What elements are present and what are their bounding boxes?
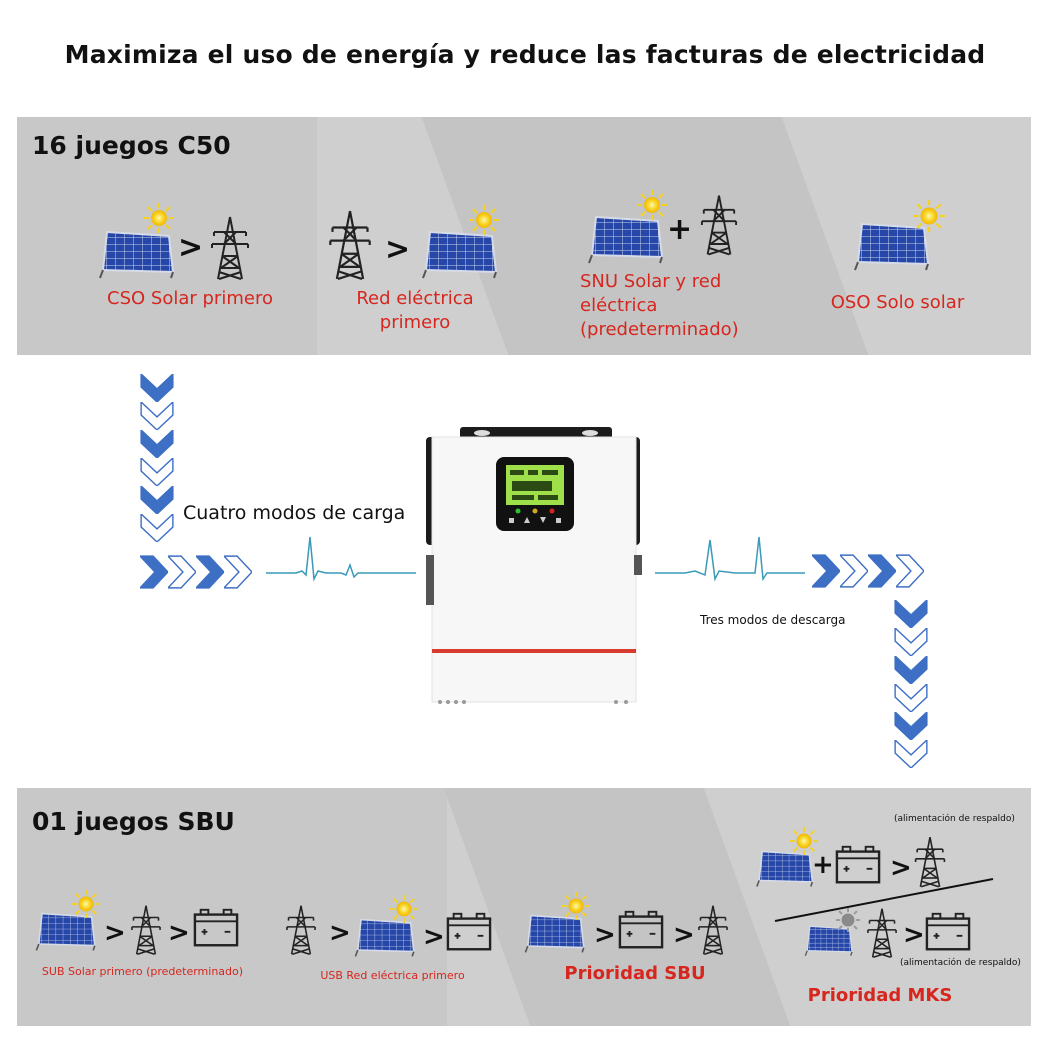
divider-line bbox=[774, 878, 994, 922]
solar-panel-icon bbox=[420, 230, 500, 280]
top-band-heading: 16 juegos C50 bbox=[32, 131, 231, 160]
mode-label-mks: Prioridad MKS bbox=[807, 985, 953, 1006]
solar-panel-icon bbox=[522, 914, 588, 954]
inverter-device-icon bbox=[426, 427, 642, 704]
mode-label-sub: SUB Solar primero (predeterminado) bbox=[41, 965, 244, 978]
chevron-arrow-icon bbox=[894, 600, 928, 768]
power-tower-icon bbox=[697, 905, 729, 955]
solar-panel-icon bbox=[97, 230, 177, 280]
greater-than-symbol: > bbox=[890, 853, 912, 883]
greater-than-symbol: > bbox=[673, 920, 695, 950]
battery-icon bbox=[925, 912, 971, 952]
sun-icon bbox=[836, 908, 860, 932]
chevron-arrow-icon bbox=[140, 374, 174, 542]
greater-than-symbol: > bbox=[385, 232, 411, 267]
page-title: Maximiza el uso de energía y reduce las … bbox=[64, 40, 986, 69]
bottom-modes-band: 01 juegos SBU bbox=[17, 788, 1031, 1026]
greater-than-symbol: > bbox=[168, 918, 190, 948]
mode-label-snu: SNU Solar y red eléctrica (predeterminad… bbox=[580, 271, 739, 340]
waveform-icon bbox=[655, 536, 805, 582]
greater-than-symbol: > bbox=[594, 920, 616, 950]
mode-label-cso: CSO Solar primero bbox=[107, 288, 273, 309]
sun-icon bbox=[469, 205, 499, 235]
chevron-arrow-icon bbox=[812, 554, 924, 588]
battery-icon bbox=[446, 912, 492, 952]
mode-label-grid-first: Red eléctrica primero bbox=[356, 288, 474, 333]
sun-icon bbox=[144, 203, 174, 233]
power-tower-icon bbox=[866, 908, 898, 958]
greater-than-symbol: > bbox=[178, 230, 204, 265]
backup-note-bottom: (alimentación de respaldo) bbox=[900, 958, 1021, 968]
charge-modes-label: Cuatro modos de carga bbox=[183, 502, 406, 524]
sun-icon bbox=[390, 895, 418, 923]
plus-symbol: + bbox=[667, 212, 693, 247]
solar-panel-icon bbox=[586, 215, 666, 265]
sun-icon bbox=[913, 200, 945, 232]
solar-panel-icon bbox=[33, 912, 99, 952]
backup-note-top: (alimentación de respaldo) bbox=[894, 814, 1015, 824]
sun-icon bbox=[72, 890, 100, 918]
battery-icon bbox=[193, 908, 239, 948]
power-tower-icon bbox=[328, 210, 372, 280]
power-tower-icon bbox=[700, 194, 738, 256]
mode-label-usb: USB Red eléctrica primero bbox=[320, 969, 465, 982]
greater-than-symbol: > bbox=[423, 922, 445, 952]
waveform-icon bbox=[266, 536, 416, 582]
mode-label-sbu: Prioridad SBU bbox=[564, 963, 706, 984]
chevron-arrow-icon bbox=[140, 555, 252, 589]
discharge-modes-label: Tres modos de descarga bbox=[700, 613, 846, 627]
band-stripe bbox=[443, 788, 791, 1026]
power-tower-icon bbox=[285, 905, 317, 955]
greater-than-symbol: > bbox=[903, 920, 925, 950]
greater-than-symbol: > bbox=[104, 918, 126, 948]
plus-symbol: + bbox=[812, 850, 834, 880]
sun-icon bbox=[637, 190, 667, 220]
bottom-band-heading: 01 juegos SBU bbox=[32, 807, 235, 836]
power-tower-icon bbox=[210, 216, 250, 280]
mode-label-oso: OSO Solo solar bbox=[830, 292, 965, 313]
power-tower-icon bbox=[130, 905, 162, 955]
greater-than-symbol: > bbox=[329, 918, 351, 948]
sun-icon bbox=[562, 892, 590, 920]
battery-icon bbox=[618, 910, 664, 950]
solar-panel-icon bbox=[352, 918, 418, 958]
